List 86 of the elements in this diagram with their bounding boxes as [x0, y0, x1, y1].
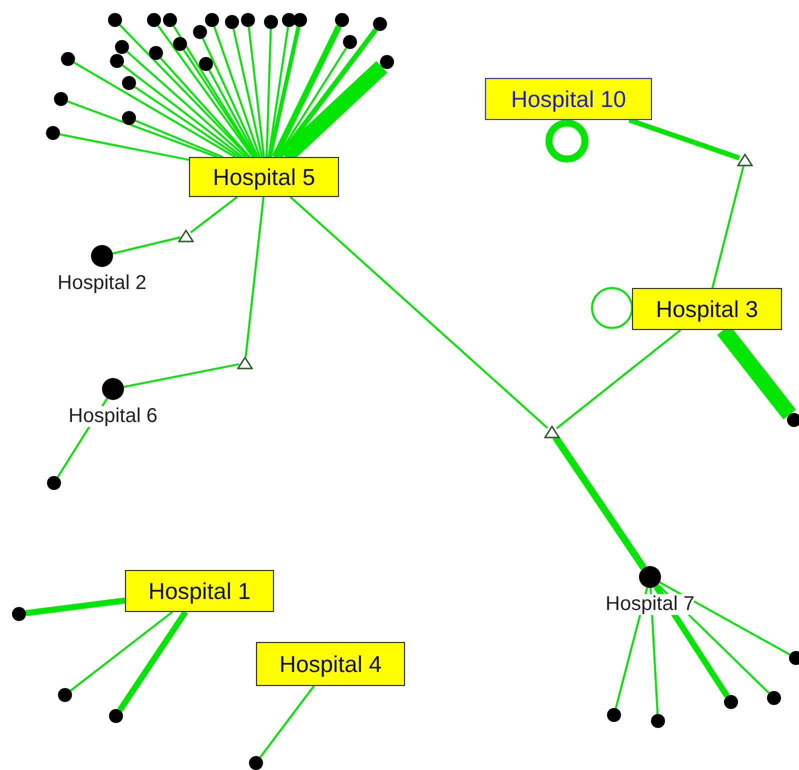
- node-dot: [249, 756, 263, 770]
- connection-line: [74, 62, 236, 158]
- node-dot: [122, 111, 136, 125]
- connection-line: [232, 28, 263, 158]
- junction-triangle: [737, 153, 753, 167]
- hospital-label-box: Hospital 1: [125, 570, 274, 612]
- node-dot: [225, 15, 239, 29]
- connection-line: [122, 64, 244, 158]
- node-dot: [373, 17, 387, 31]
- connection-line: [556, 329, 682, 430]
- connection-line: [67, 100, 218, 158]
- connection-line: [70, 611, 173, 692]
- node-dot: [651, 714, 665, 728]
- self-loop: [546, 120, 588, 162]
- node-dot: [767, 691, 781, 705]
- connection-line: [276, 47, 348, 158]
- hospital-label-box: Hospital 3: [632, 288, 782, 330]
- connection-line: [182, 49, 256, 158]
- hospital-label-box: Hospital 5: [189, 157, 339, 197]
- connection-line: [119, 24, 250, 158]
- connection-line: [628, 118, 740, 160]
- node-dot: [149, 46, 163, 60]
- connection-line: [134, 86, 240, 158]
- junction-triangle: [544, 425, 560, 439]
- connection-line: [190, 196, 238, 234]
- node-dot: [54, 92, 68, 106]
- node-dot: [335, 13, 349, 27]
- node-dot: [193, 25, 207, 39]
- junction-triangle: [178, 229, 194, 243]
- connection-line: [268, 26, 300, 158]
- connection-line: [117, 610, 188, 712]
- connection-line: [126, 50, 246, 158]
- junction-triangle: [237, 356, 253, 370]
- node-dot: [61, 52, 75, 66]
- node-dot: [147, 13, 161, 27]
- connection-line: [160, 58, 251, 158]
- connection-line: [272, 24, 342, 158]
- node-dot: [46, 126, 60, 140]
- node-dot: [205, 13, 219, 27]
- connection-line: [157, 25, 254, 158]
- node-dot: [108, 13, 122, 27]
- connection-line: [278, 28, 378, 158]
- connection-line: [268, 26, 289, 158]
- connection-line: [248, 26, 265, 158]
- connection-line: [202, 38, 259, 158]
- node-dot: [724, 695, 738, 709]
- node-label: Hospital 2: [58, 273, 146, 294]
- connection-line: [208, 70, 258, 158]
- node-dot: [109, 709, 123, 723]
- connection-line: [60, 133, 190, 161]
- node-dot: [115, 40, 129, 54]
- node-dot: [122, 76, 136, 90]
- node-dot: [343, 35, 357, 49]
- node-dot: [282, 13, 296, 27]
- node-dot: [789, 651, 799, 665]
- node-dot: [110, 54, 124, 68]
- node-dot: [380, 55, 394, 69]
- node-label: Hospital 6: [68, 406, 158, 427]
- connection-line: [213, 26, 261, 158]
- connection-line: [112, 236, 180, 254]
- connection-line: [135, 120, 224, 158]
- node-dot: [787, 413, 799, 427]
- connection-line: [290, 196, 548, 429]
- node-dot: [607, 708, 621, 722]
- node-dot: [47, 476, 61, 490]
- node-dot: [12, 607, 26, 621]
- node-dot: [264, 15, 278, 29]
- connection-line: [552, 435, 647, 570]
- node-dot: [199, 57, 213, 71]
- hospital-label-box: Hospital 4: [256, 642, 405, 686]
- connection-line: [266, 28, 272, 158]
- node-label: Hospital 7: [606, 594, 694, 615]
- node-dot: [293, 13, 307, 27]
- connection-line: [124, 363, 240, 388]
- connection-line: [26, 598, 126, 616]
- connection-line: [659, 581, 790, 656]
- node-dot: [58, 688, 72, 702]
- hospital-label-box: Hospital 10: [485, 78, 652, 120]
- node-dot: [241, 13, 255, 27]
- connection-line: [172, 25, 256, 158]
- node-dot: [163, 13, 177, 27]
- connection-line: [259, 685, 315, 758]
- node-dot: [173, 37, 187, 51]
- connection-line: [711, 166, 744, 288]
- self-loop: [591, 287, 633, 329]
- connection-line: [244, 196, 264, 358]
